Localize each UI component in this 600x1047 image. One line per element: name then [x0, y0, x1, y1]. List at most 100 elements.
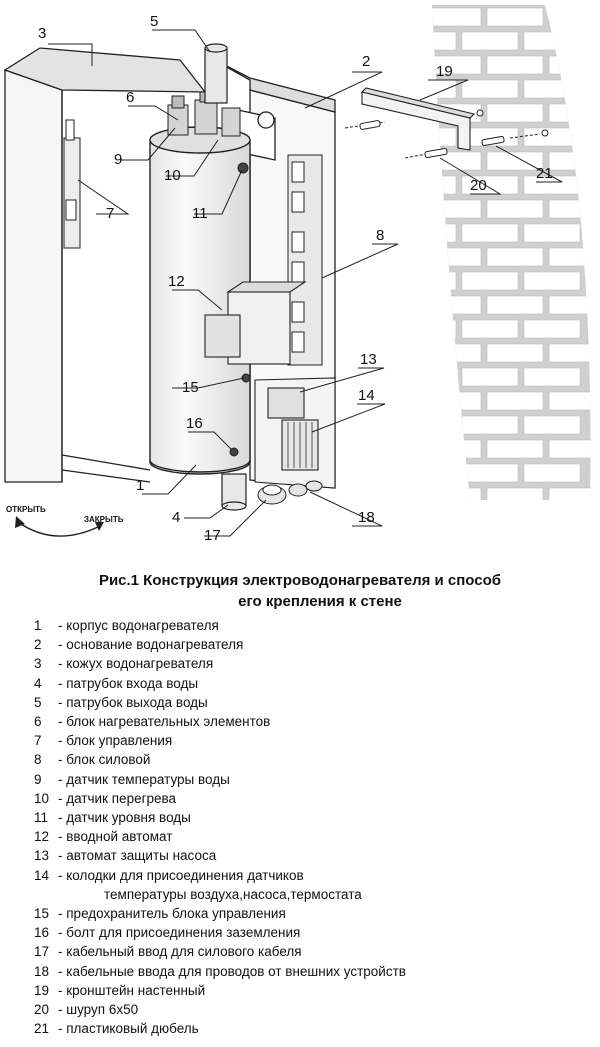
- heater-diagram: 3 5 2 19 6 9 10 7 11 8 12 13 15 14 16 1 …: [3, 5, 591, 544]
- legend-text: - кабельный ввод для силового кабеля: [58, 944, 302, 960]
- legend-item: 16 - болт для присоединения заземления: [34, 923, 594, 942]
- legend-text: - вводной автомат: [58, 829, 173, 845]
- label-3: 3: [38, 25, 46, 42]
- legend-item-continuation: температуры воздуха,насоса,термостата: [34, 885, 594, 904]
- legend-item: 6 - блок нагревательных элементов: [34, 712, 594, 731]
- legend-item: 13 - автомат защиты насоса: [34, 846, 594, 865]
- legend-number: 9: [34, 771, 42, 787]
- heating-elements: [167, 91, 241, 137]
- input-breaker: [204, 281, 307, 365]
- figure-caption-line1: Рис.1 Конструкция электроводонагревателя…: [98, 572, 502, 589]
- legend-number: 16: [34, 925, 50, 941]
- swing-arrow: [17, 521, 101, 537]
- control-block: [63, 119, 81, 249]
- housing-cover: [3, 47, 207, 483]
- label-20: 20: [470, 177, 487, 194]
- legend-number: 11: [34, 810, 49, 826]
- legend-item: 18 - кабельные ввода для проводов от внеш…: [34, 962, 594, 981]
- legend-number: 10: [34, 790, 50, 806]
- label-close: ЗАКРЫТЬ: [84, 515, 124, 524]
- legend-number: 7: [34, 733, 42, 749]
- label-open: ОТКРЫТЬ: [6, 505, 46, 514]
- legend-text: - пластиковый дюбель: [58, 1021, 199, 1037]
- legend-text: - датчик уровня воды: [58, 810, 191, 826]
- legend-item: 1 - корпус водонагревателя: [34, 616, 594, 635]
- legend-number: 21: [34, 1021, 50, 1037]
- label-13: 13: [360, 351, 377, 368]
- arrow-head-right: [95, 522, 104, 531]
- legend-text: - шуруп 6х50: [58, 1002, 139, 1018]
- label-11: 11: [192, 205, 208, 222]
- label-21: 21: [536, 165, 553, 182]
- label-1: 1: [136, 477, 144, 494]
- label-6: 6: [126, 89, 134, 106]
- legend-item: 7- блок управления: [34, 731, 594, 750]
- label-14: 14: [358, 387, 375, 404]
- legend-text: - датчик перегрева: [58, 790, 177, 806]
- legend-number: 19: [34, 982, 50, 998]
- water-level-sensor: [237, 162, 249, 174]
- legend-text-continuation: температуры воздуха,насоса,термостата: [104, 886, 362, 902]
- legend-item: 17 - кабельный ввод для силового кабеля: [34, 942, 594, 961]
- legend-number: 20: [34, 1002, 50, 1018]
- legend-text: - кабельные ввода для проводов от внешни…: [58, 963, 406, 979]
- legend-number: 3: [34, 656, 42, 672]
- legend-number: 14: [34, 867, 50, 883]
- legend-item: 19 - кронштейн настенный: [34, 981, 594, 1000]
- figure-caption-line2: его крепления к стене: [238, 593, 402, 610]
- terminal-compartment: [254, 377, 336, 489]
- power-block: [287, 154, 323, 366]
- label-15: 15: [182, 379, 199, 396]
- legend-number: 17: [34, 944, 50, 960]
- legend-item: 5 - патрубок выхода воды: [34, 693, 594, 712]
- legend-item: 15 - предохранитель блока управления: [34, 904, 594, 923]
- legend-text: - кожух водонагревателя: [58, 656, 214, 672]
- legend-text: - патрубок выхода воды: [58, 694, 208, 710]
- legend-item: 2 - основание водонагревателя: [34, 635, 594, 654]
- legend-item: 10 - датчик перегрева: [34, 789, 594, 808]
- label-5: 5: [150, 13, 158, 30]
- legend-item: 12- вводной автомат: [34, 827, 594, 846]
- label-12: 12: [168, 273, 185, 290]
- legend-text: - датчик температуры воды: [58, 771, 230, 787]
- legend-number: 18: [34, 963, 50, 979]
- legend-number: 4: [34, 675, 42, 691]
- legend-list: 1 - корпус водонагревателя 2 - основание в…: [34, 616, 594, 1038]
- wall-bracket: [360, 87, 476, 151]
- label-8: 8: [376, 227, 384, 244]
- inlet-pipe: [221, 473, 247, 511]
- label-19: 19: [436, 63, 453, 80]
- legend-number: 2: [34, 637, 42, 653]
- legend-number: 13: [34, 848, 50, 864]
- legend-text: - блок нагревательных элементов: [58, 714, 271, 730]
- legend-text: - кронштейн настенный: [58, 982, 206, 998]
- legend-text: - патрубок входа воды: [58, 675, 199, 691]
- legend-number: 1: [34, 618, 42, 633]
- screws: [344, 109, 549, 159]
- legend-text: - болт для присоединения заземления: [58, 925, 301, 941]
- outlet-pipe: [204, 43, 228, 104]
- legend-text: - предохранитель блока управления: [58, 906, 286, 922]
- legend-text: - основание водонагревателя: [58, 637, 244, 653]
- legend-item: 20 - шуруп 6х50: [34, 1000, 594, 1019]
- label-2: 2: [362, 53, 370, 70]
- legend-item: 4 - патрубок входа воды: [34, 674, 594, 693]
- label-7: 7: [106, 205, 114, 222]
- brick-wall: [432, 5, 591, 500]
- legend-item: 21 - пластиковый дюбель: [34, 1019, 594, 1038]
- heater-cylinder: [149, 126, 251, 475]
- cable-glands: [257, 480, 323, 505]
- label-4: 4: [172, 509, 180, 526]
- legend-item: 14- колодки для присоединения датчиков: [34, 866, 594, 885]
- arrow-head-left: [15, 516, 25, 528]
- legend-text: - корпус водонагревателя: [58, 618, 219, 633]
- legend-number: 6: [34, 714, 42, 730]
- label-9: 9: [114, 151, 122, 168]
- legend-text: - автомат защиты насоса: [58, 848, 217, 864]
- label-16: 16: [186, 415, 203, 432]
- legend-item: 9 - датчик температуры воды: [34, 770, 594, 789]
- legend-item: 8- блок силовой: [34, 750, 594, 769]
- legend-text: - блок силовой: [58, 752, 151, 768]
- label-10: 10: [164, 167, 181, 184]
- legend-number: 5: [34, 694, 42, 710]
